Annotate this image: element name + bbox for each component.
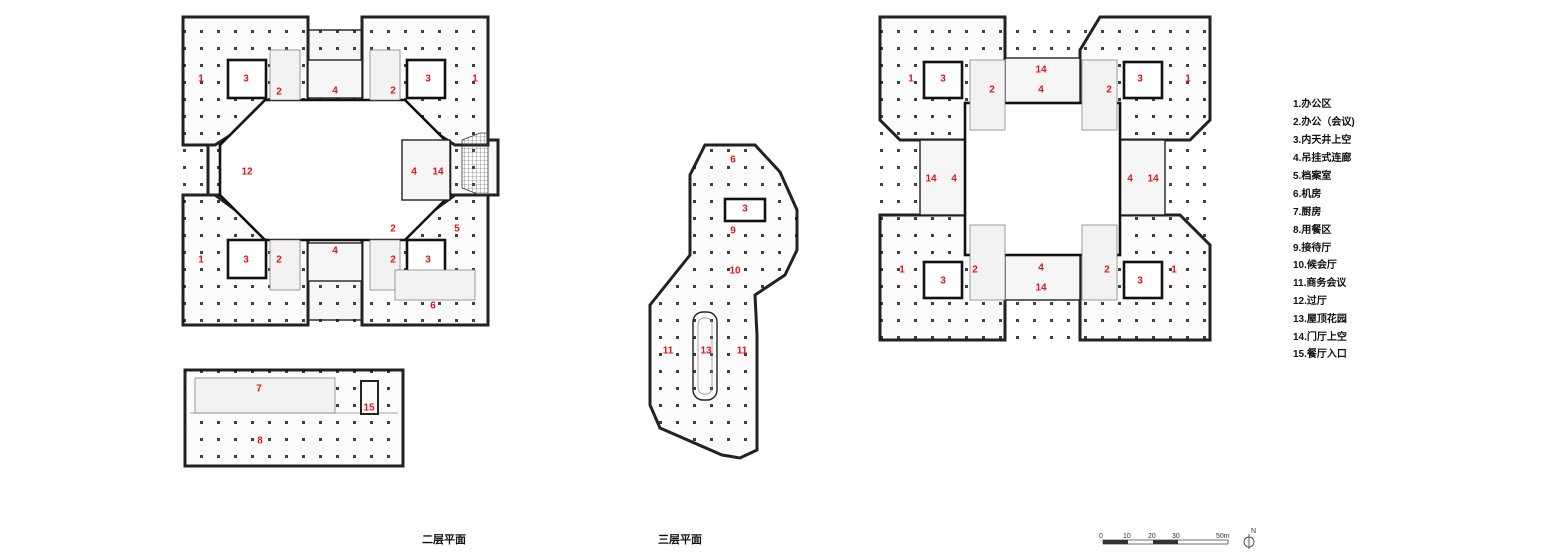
room-label: 4 <box>1127 174 1133 185</box>
room-label: 3 <box>1137 276 1143 287</box>
room-label: 3 <box>940 276 946 287</box>
room-label: 4 <box>1038 85 1044 96</box>
room-label: 4 <box>332 246 338 257</box>
legend-item: 3.内天井上空 <box>1293 133 1351 146</box>
legend-item: 4.吊挂式连廊 <box>1293 151 1351 164</box>
room-label: 14 <box>925 174 937 185</box>
void-nw <box>922 60 964 100</box>
room-label: 3 <box>243 255 249 266</box>
room-label: 13 <box>700 346 712 357</box>
room-label: 10 <box>729 266 741 277</box>
scale-tick: 30 <box>1172 533 1180 540</box>
room-label: 3 <box>742 204 748 215</box>
legend-item: 11.商务会议 <box>1293 276 1347 289</box>
room-label: 2 <box>276 255 282 266</box>
legend-item: 8.用餐区 <box>1293 223 1331 236</box>
bridge-north <box>307 59 363 99</box>
canteen-entrance <box>360 380 379 415</box>
legend: 1.办公区 2.办公（会议) 3.内天井上空 4.吊挂式连廊 5.档案室 6.机… <box>1293 97 1355 360</box>
room-label: 11 <box>737 346 748 357</box>
room-label: 2 <box>972 265 978 276</box>
room-label: 12 <box>241 167 253 178</box>
legend-item: 10.候会厅 <box>1293 258 1337 271</box>
void-ne <box>1122 60 1164 100</box>
room-label: 2 <box>390 224 396 235</box>
legend-item: 5.档案室 <box>1293 169 1331 182</box>
legend-item: 14.门厅上空 <box>1293 330 1347 343</box>
room-label: 4 <box>332 86 338 97</box>
room-label: 1 <box>1171 265 1177 276</box>
canteen-plan: 7 15 8 <box>183 368 405 468</box>
third-floor-plan: 6 3 9 10 11 13 11 <box>648 143 799 460</box>
room-label: 9 <box>730 226 736 237</box>
legend-item: 1.办公区 <box>1293 97 1331 110</box>
scale-tick: 50m <box>1216 533 1230 540</box>
room-label: 3 <box>425 255 431 266</box>
room-label: 1 <box>1185 74 1191 85</box>
scale-tick: 0 <box>1099 533 1103 540</box>
room-label: 14 <box>1035 283 1047 294</box>
void-sw <box>922 260 964 300</box>
legend-item: 13.屋顶花园 <box>1293 312 1347 325</box>
second-floor-plan: 1 3 2 4 2 3 1 12 4 14 2 5 1 3 2 4 2 3 6 <box>181 15 500 327</box>
bridge-west <box>919 139 966 216</box>
room-label: 1 <box>472 74 478 85</box>
room-label: 11 <box>663 346 674 357</box>
room-label: 3 <box>940 74 946 85</box>
octagon-atrium <box>218 98 452 242</box>
room-label: 7 <box>256 384 262 395</box>
room-label: 1 <box>198 74 204 85</box>
room-label: 2 <box>390 255 396 266</box>
room-label: 1 <box>908 74 914 85</box>
room-label: 3 <box>243 74 249 85</box>
bridge-east <box>1119 139 1166 216</box>
bridge-north <box>1004 57 1081 104</box>
room-label: 14 <box>432 167 444 178</box>
room-label: 15 <box>363 403 375 414</box>
room-label: 14 <box>1147 174 1159 185</box>
room-label: 6 <box>430 301 436 312</box>
room-label: 2 <box>1106 85 1112 96</box>
room-label: 6 <box>730 155 736 166</box>
room-label: 4 <box>951 174 957 185</box>
scale-bar: 0 10 20 30 50m <box>1099 533 1230 545</box>
room-label: 3 <box>1137 74 1143 85</box>
legend-item: 15.餐厅入口 <box>1293 347 1347 360</box>
legend-item: 2.办公（会议) <box>1293 115 1355 128</box>
bridge-east <box>401 139 451 201</box>
void-third <box>723 197 767 223</box>
second-floor-title: 二层平面 <box>422 533 466 546</box>
room-label: 2 <box>1104 265 1110 276</box>
room-label: 4 <box>411 167 417 178</box>
room-label: 2 <box>390 86 396 97</box>
legend-item: 12.过厅 <box>1293 294 1327 307</box>
scale-tick: 20 <box>1148 533 1156 540</box>
third-floor-title: 三层平面 <box>658 533 702 546</box>
legend-item: 7.厨房 <box>1293 205 1321 218</box>
void-se <box>1122 260 1164 300</box>
void-ne <box>405 58 447 100</box>
room-label: 3 <box>425 74 431 85</box>
north-label: N <box>1251 528 1256 535</box>
legend-item: 6.机房 <box>1293 187 1321 200</box>
room-label: 1 <box>198 255 204 266</box>
room-label: 4 <box>1038 263 1044 274</box>
ground-floor-plan: 14 4 1 3 2 2 3 1 14 4 4 14 4 14 1 3 2 2 … <box>878 15 1212 342</box>
external-stair <box>461 132 489 196</box>
room-label: 5 <box>454 224 460 235</box>
roof-garden <box>692 311 718 401</box>
legend-item: 9.接待厅 <box>1293 241 1331 254</box>
north-arrow-icon: N <box>1243 528 1256 549</box>
room-label: 14 <box>1035 65 1047 76</box>
scale-tick: 10 <box>1123 533 1131 540</box>
room-label: 8 <box>257 436 263 447</box>
void-sw <box>226 238 268 280</box>
room-label: 2 <box>276 87 282 98</box>
void-nw <box>226 58 268 100</box>
room-label: 1 <box>899 265 905 276</box>
room-label: 2 <box>989 85 995 96</box>
bridge-south <box>307 242 363 282</box>
